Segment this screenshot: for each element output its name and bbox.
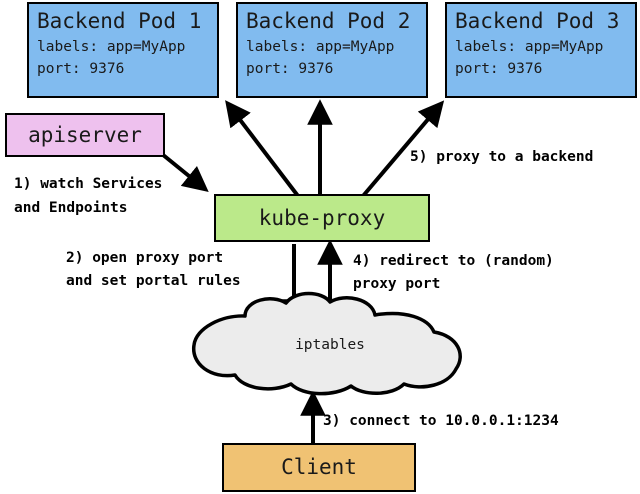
kube-proxy-node: kube-proxy bbox=[214, 194, 430, 242]
pod-port: port: 9376 bbox=[37, 61, 125, 77]
pod-port: port: 9376 bbox=[246, 61, 334, 77]
kube-proxy-label: kube-proxy bbox=[258, 205, 386, 230]
iptables-label: iptables bbox=[295, 337, 365, 353]
edge-label-1-line2: and Endpoints bbox=[14, 200, 128, 216]
pod-labels: labels: app=MyApp bbox=[37, 39, 186, 55]
edge-label-2-line1: 2) open proxy port bbox=[66, 250, 224, 266]
client-label: Client bbox=[281, 455, 357, 479]
client-node: Client bbox=[222, 443, 416, 492]
edge-label-4-line1: 4) redirect to (random) bbox=[353, 253, 554, 269]
apiserver-node: apiserver bbox=[5, 113, 165, 157]
edge-label-3-line1: 3) connect to 10.0.0.1:1234 bbox=[323, 413, 559, 429]
backend-pod-2: Backend Pod 2 labels: app=MyApp port: 93… bbox=[236, 2, 428, 98]
pod-title: Backend Pod 1 bbox=[37, 9, 202, 33]
edge-label-1-line1: 1) watch Services bbox=[14, 176, 163, 192]
pod-port: port: 9376 bbox=[455, 61, 543, 77]
backend-pod-1: Backend Pod 1 labels: app=MyApp port: 93… bbox=[27, 2, 219, 98]
edge-label-4-line2: proxy port bbox=[353, 276, 441, 292]
arrow-kubeproxy-to-pod1 bbox=[225, 100, 300, 198]
edge-label-2-line2: and set portal rules bbox=[66, 273, 241, 289]
pod-labels: labels: app=MyApp bbox=[455, 39, 604, 55]
pod-labels: labels: app=MyApp bbox=[246, 39, 395, 55]
backend-pod-3: Backend Pod 3 labels: app=MyApp port: 93… bbox=[445, 2, 637, 98]
apiserver-label: apiserver bbox=[28, 122, 142, 147]
pod-title: Backend Pod 2 bbox=[246, 9, 411, 33]
pod-title: Backend Pod 3 bbox=[455, 9, 620, 33]
edge-label-5-line1: 5) proxy to a backend bbox=[410, 149, 594, 165]
